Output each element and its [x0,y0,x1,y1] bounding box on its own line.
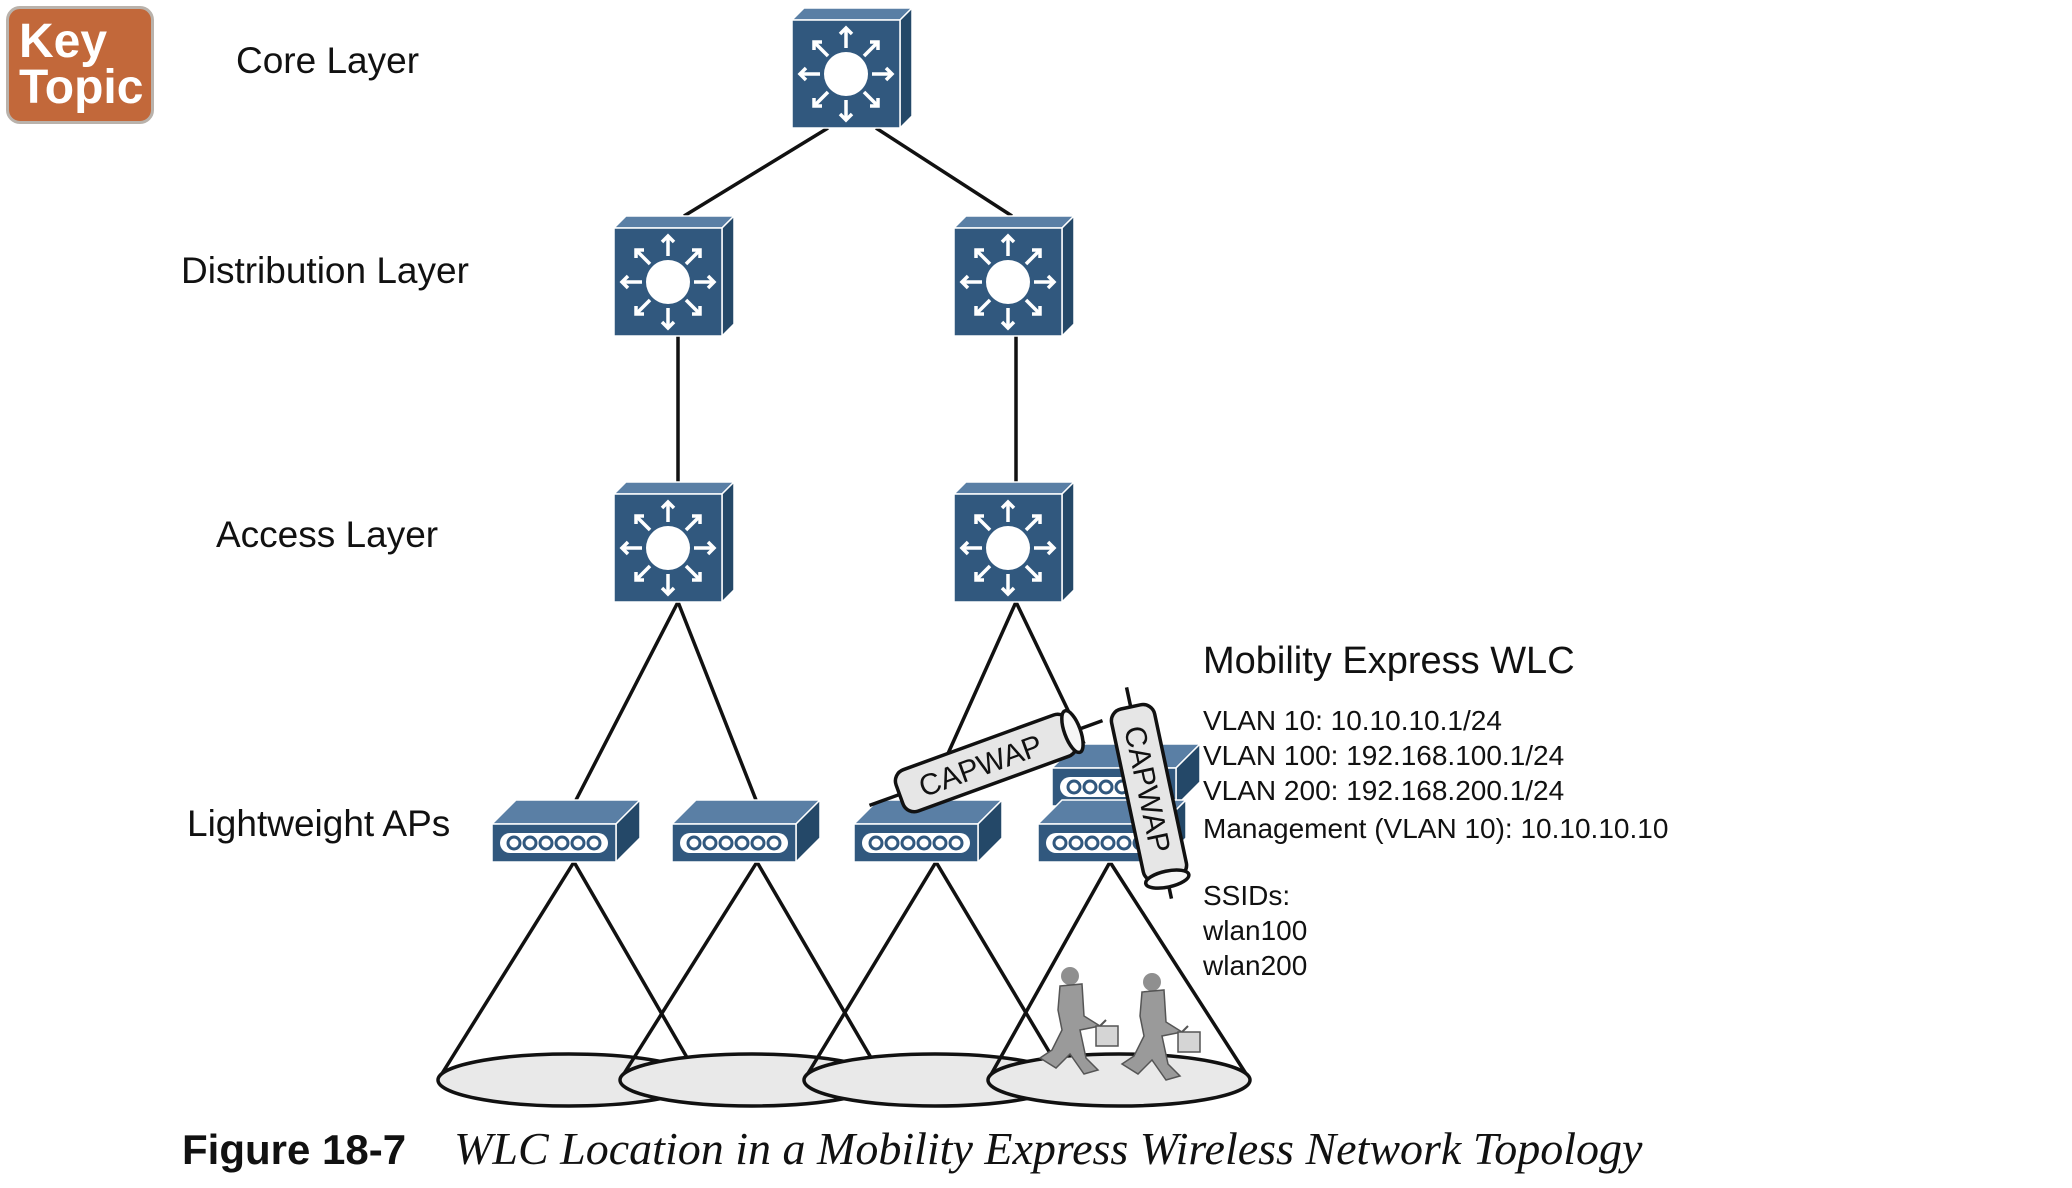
core-dist-right-link [875,126,1013,218]
core-layer-label: Core Layer [236,40,420,81]
wlc-management: Management (VLAN 10): 10.10.10.10 [1203,813,1669,844]
ap-2-icon [670,798,822,864]
network-links [574,126,1090,801]
key-topic-line2: Topic [19,61,144,114]
wlc-ssid-2: wlan200 [1203,950,1308,981]
core-dist-left-link [683,126,829,218]
wlc-vlan-10: VLAN 10: 10.10.10.1/24 [1203,705,1502,736]
distribution-layer-label: Distribution Layer [181,250,469,291]
wlc-title: Mobility Express WLC [1203,640,1575,682]
core-switch-icon [790,6,914,130]
wlc-ssid-1: wlan100 [1203,915,1308,946]
coverage-cells [436,861,1252,1108]
access-ap3-link [944,601,1018,759]
figure-number: Figure 18-7 [182,1126,407,1173]
lightweight-aps-label: Lightweight APs [187,803,451,844]
access-switch-left-icon [612,480,736,604]
access-switch-right-icon [952,480,1076,604]
figure-title: WLC Location in a Mobility Express Wirel… [454,1123,1643,1174]
figure-caption: Figure 18-7 WLC Location in a Mobility Ex… [182,1122,1642,1175]
access-layer-label: Access Layer [216,514,439,555]
wlc-vlan-200: VLAN 200: 192.168.200.1/24 [1203,775,1565,806]
access-ap2-link [676,601,758,801]
key-topic-line1: Key [19,15,108,68]
wlc-vlan-100: VLAN 100: 192.168.100.1/24 [1203,740,1565,771]
key-topic-badge: Key Topic [6,6,154,124]
access-ap1-link [574,601,680,801]
distribution-switch-right-icon [952,214,1076,338]
distribution-switch-left-icon [612,214,736,338]
wlc-ssids-label: SSIDs: [1203,880,1291,911]
ap-1-icon [490,798,642,864]
